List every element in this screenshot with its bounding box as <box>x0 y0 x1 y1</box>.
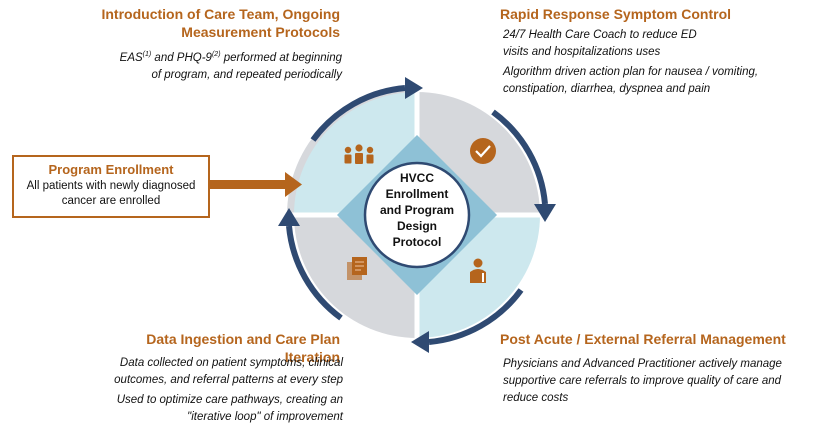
care-team-para-1: EAS(1) and PHQ-9(2) performed at beginni… <box>60 50 342 84</box>
data-ingestion-p2-line-2: "iterative loop" of improvement <box>187 411 343 423</box>
program-enrollment-line-1: All patients with newly diagnosed <box>26 180 196 192</box>
post-acute-line-1: Physicians and Advanced Practitioner act… <box>503 358 782 370</box>
center-line-1: HVCC <box>400 171 434 185</box>
arrow-right <box>491 109 548 205</box>
data-ingestion-p1-line-1: Data collected on patient symptoms, clin… <box>119 357 343 369</box>
center-circle <box>363 161 471 269</box>
heading-post-acute: Post Acute / External Referral Managemen… <box>500 331 786 347</box>
post-acute-description: Physicians and Advanced Practitioner act… <box>503 356 821 410</box>
care-team-icon <box>344 144 374 164</box>
heading-rapid-response: Rapid Response Symptom Control <box>500 6 732 22</box>
post-acute-line-2: supportive care referrals to improve qua… <box>503 375 782 387</box>
arrowhead-left <box>278 208 300 226</box>
checkmark-icon <box>470 138 496 164</box>
rapid-response-para-2: Algorithm driven action plan for nausea … <box>503 64 813 98</box>
post-acute-line-3: reduce costs <box>503 392 569 404</box>
and-phq-text: and PHQ-9 <box>151 52 212 64</box>
rapid-response-p2-line-2: constipation, diarrhea, dyspnea and pain <box>503 83 711 95</box>
data-ingestion-para-1: Data collected on patient symptoms, clin… <box>60 355 343 389</box>
arrow-bottom <box>428 288 524 345</box>
enrollment-arrow-shaft <box>210 180 288 189</box>
center-line-5: Protocol <box>393 235 442 249</box>
care-team-line-1-rest: performed at beginning <box>220 52 342 64</box>
cycle-arrows <box>286 85 548 345</box>
center-line-2: Enrollment <box>386 187 449 201</box>
arrow-top <box>310 85 406 142</box>
arrowhead-bottom <box>411 331 429 353</box>
physician-icon <box>470 258 486 283</box>
data-ingestion-p2-line-1: Used to optimize care pathways, creating… <box>116 394 343 406</box>
arrow-left <box>286 225 343 321</box>
center-line-4: Design <box>397 219 437 233</box>
heading-data-ingestion: Data Ingestion and Care Plan Iteration <box>146 331 340 365</box>
care-team-line-2: of program, and repeated periodically <box>151 69 342 81</box>
center-label: HVCC Enrollment and Program Design Proto… <box>380 171 454 249</box>
rapid-response-p2-line-1: Algorithm driven action plan for nausea … <box>503 66 759 78</box>
documents-icon <box>347 257 367 280</box>
program-enrollment-text: All patients with newly diagnosed cancer… <box>14 179 208 209</box>
program-enrollment-title: Program Enrollment <box>48 162 174 177</box>
care-team-description: EAS(1) and PHQ-9(2) performed at beginni… <box>60 50 342 87</box>
arrowhead-right <box>534 204 556 222</box>
arrowheads <box>278 77 556 353</box>
arrowhead-top <box>405 77 423 99</box>
program-enrollment-line-2: cancer are enrolled <box>61 195 161 207</box>
heading-care-team-line-1: Introduction of Care Team, Ongoing <box>101 6 340 22</box>
rapid-response-description: 24/7 Health Care Coach to reduce ED visit… <box>503 27 813 101</box>
phq-ref: (2) <box>211 51 221 59</box>
eas-label: EAS <box>119 52 143 64</box>
data-ingestion-description: Data collected on patient symptoms, clin… <box>60 355 343 429</box>
eas-ref: (1) <box>142 51 152 59</box>
rapid-response-p1-line-1: 24/7 Health Care Coach to reduce ED <box>503 29 697 41</box>
rapid-response-p1-line-2: visits and hospitalizations uses <box>503 46 661 58</box>
enrollment-arrow-head <box>285 172 302 197</box>
heading-care-team: Introduction of Care Team, Ongoing Measu… <box>82 5 340 41</box>
post-acute-para-1: Physicians and Advanced Practitioner act… <box>503 356 821 407</box>
rapid-response-para-1: 24/7 Health Care Coach to reduce ED visit… <box>503 27 813 61</box>
center-line-3: and Program <box>380 203 454 217</box>
data-ingestion-p1-line-2: outcomes, and referral patterns at every… <box>114 374 343 386</box>
data-ingestion-para-2: Used to optimize care pathways, creating… <box>60 392 343 426</box>
program-enrollment-box: Program Enrollment All patients with new… <box>12 155 210 218</box>
heading-care-team-line-2: Measurement Protocols <box>181 24 340 40</box>
